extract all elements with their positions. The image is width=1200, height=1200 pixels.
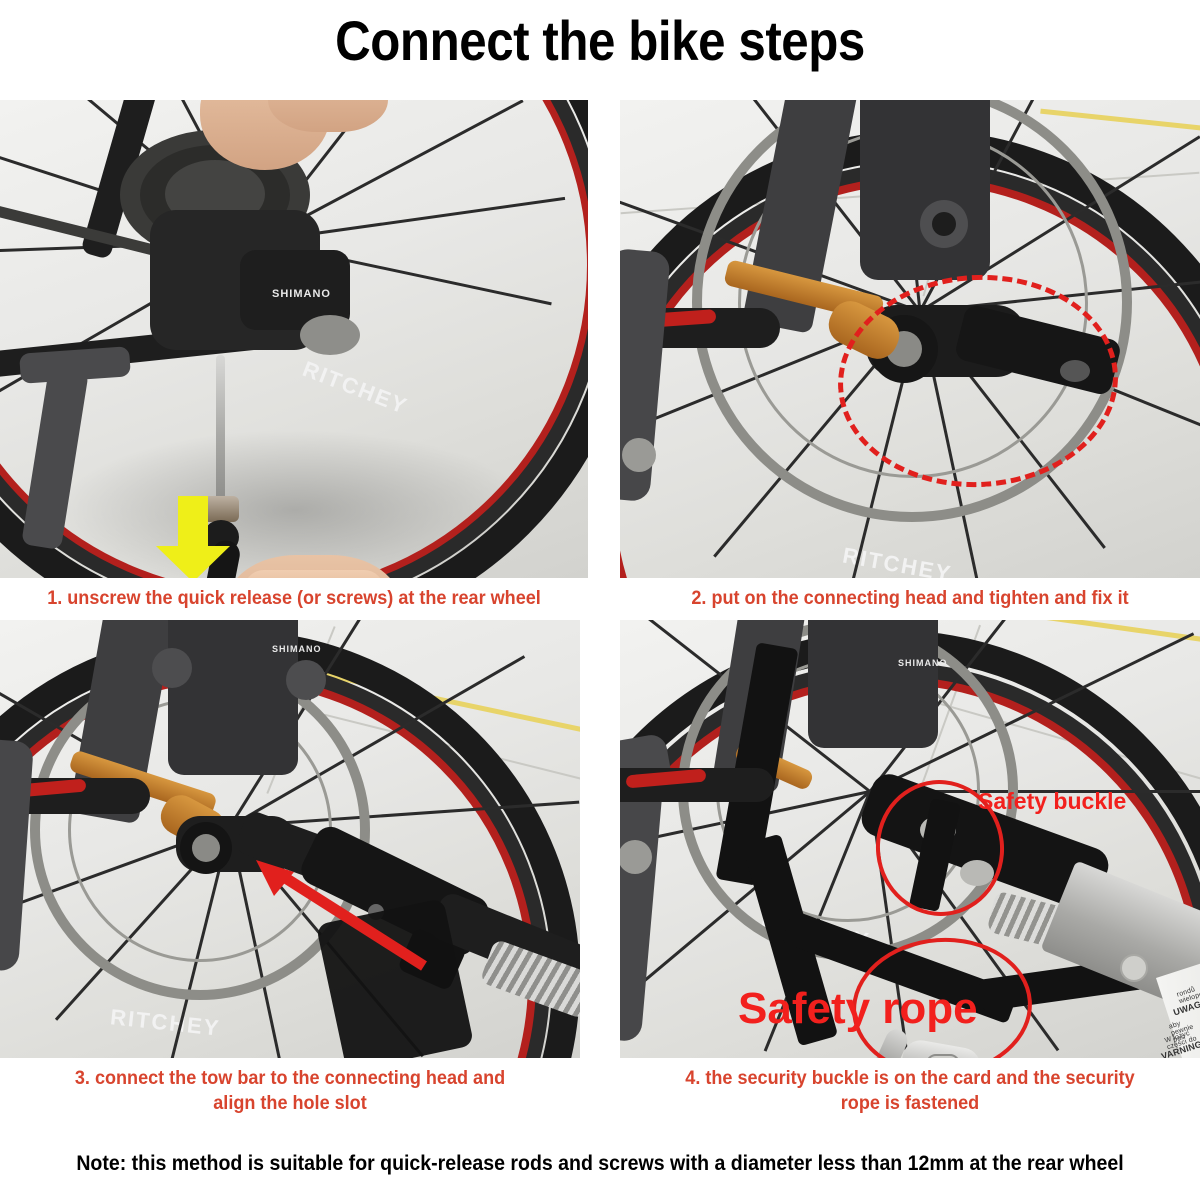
brand-shimano: SHIMANO	[898, 658, 948, 668]
silver-bar-rivet	[1120, 954, 1148, 982]
brake-caliper	[168, 620, 298, 775]
caption-line: align the hole slot	[213, 1093, 367, 1114]
footer-note: Note: this method is suitable for quick-…	[76, 1152, 1124, 1175]
spoke	[870, 790, 1200, 793]
brand-shimano: SHIMANO	[272, 644, 322, 654]
step-3-photo: RITCHEY SHIMANO	[0, 620, 580, 1058]
caption-line: rope is fastened	[840, 1093, 980, 1114]
scene-1: RITCHEY SHIMANO	[0, 100, 588, 578]
scene-2: RITCHEY	[620, 100, 1200, 578]
axle-bolt-hole	[932, 212, 956, 236]
brand-shimano: SHIMANO	[272, 288, 331, 300]
scene-3: RITCHEY SHIMANO	[0, 620, 580, 1058]
insert-arrow-icon	[256, 860, 427, 971]
connecting-head-slot	[1060, 360, 1090, 382]
connecting-head-cap	[192, 834, 220, 862]
kickstand-rivet	[620, 840, 652, 874]
caliper-bolt	[152, 648, 192, 688]
caption-step-2: 2. put on the connecting head and tighte…	[635, 586, 1186, 611]
annotation-safety-buckle: Safety buckle	[978, 788, 1127, 814]
caption-line: 1. unscrew the quick release (or screws)…	[47, 588, 541, 609]
buckle-bolt	[960, 860, 994, 886]
step-1-photo: RITCHEY SHIMANO	[0, 100, 588, 578]
caption-step-1: 1. unscrew the quick release (or screws)…	[15, 586, 574, 611]
page-title: Connect the bike steps	[335, 9, 865, 72]
caption-line: 4. the security buckle is on the card an…	[685, 1068, 1135, 1089]
hand-lower-finger	[244, 570, 384, 578]
brake-caliper	[808, 620, 938, 748]
scene-4: RITCHEY SHIMANO	[620, 620, 1200, 1058]
jockey-wheel	[300, 315, 360, 355]
caption-line: 3. connect the tow bar to the connecting…	[74, 1068, 506, 1089]
caption-step-3: 3. connect the tow bar to the connecting…	[15, 1066, 566, 1116]
caption-step-4: 4. the security buckle is on the card an…	[635, 1066, 1186, 1116]
quick-release-nut	[203, 496, 239, 522]
down-arrow-icon	[156, 496, 230, 578]
quick-release-rod	[216, 355, 225, 500]
annotation-safety-rope: Safety rope	[738, 984, 978, 1033]
step-4-photo: RITCHEY SHIMANO	[620, 620, 1200, 1058]
kickstand-rivet	[622, 438, 656, 472]
brake-caliper	[860, 100, 990, 280]
caption-line: 2. put on the connecting head and tighte…	[691, 588, 1129, 609]
caliper-bolt	[286, 660, 326, 700]
step-2-photo: RITCHEY	[620, 100, 1200, 578]
